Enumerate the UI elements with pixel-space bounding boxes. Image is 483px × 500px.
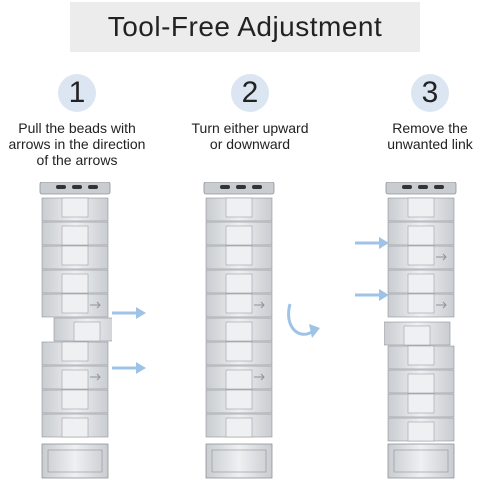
band-link [387, 293, 455, 318]
band-clasp [205, 443, 273, 479]
band-link [205, 317, 273, 342]
band-link [53, 317, 112, 342]
step-1-number: 1 [68, 76, 86, 109]
band-link [387, 197, 455, 222]
band-link [387, 269, 455, 294]
step-2-number-badge: 2 [231, 74, 269, 112]
step-3-instruction: Remove the unwanted link [350, 120, 483, 152]
right-arrow-icon [355, 289, 389, 301]
step-3: 3 Remove the unwanted link [350, 74, 483, 152]
right-arrow-icon [112, 307, 146, 319]
band-link [41, 389, 109, 414]
band-link [387, 417, 455, 442]
link-arrow-icon [436, 301, 447, 309]
band-link [205, 341, 273, 366]
connector-slot [236, 185, 246, 189]
band-clasp [387, 443, 455, 479]
step-3-line-2: unwanted link [387, 136, 473, 152]
step-3-line-1: Remove the [392, 120, 468, 136]
link-arrow-icon [90, 301, 101, 309]
band-link [205, 221, 273, 246]
band-link [205, 245, 273, 270]
right-arrow-icon [355, 237, 389, 249]
step-1-line-2: arrows in the direction [8, 136, 146, 152]
band-link [41, 197, 109, 222]
band-link [205, 365, 273, 390]
step-1-line-1: Pull the beads with [18, 120, 136, 136]
band-link [387, 245, 455, 270]
band-link [41, 221, 109, 246]
band-link [205, 269, 273, 294]
band-link [387, 369, 455, 394]
step-1-line-3: of the arrows [36, 152, 118, 168]
connector-slot [88, 185, 98, 189]
band-link [384, 321, 451, 346]
watch-band-image-step-2 [202, 182, 276, 482]
link-arrow-icon [254, 373, 265, 381]
band-link [41, 245, 109, 270]
connector-slot [418, 185, 428, 189]
step-2-line-1: Turn either upward [191, 120, 309, 136]
band-link [41, 365, 109, 390]
band-link [41, 413, 109, 438]
step-2-line-2: or downward [209, 136, 291, 152]
band-link [41, 269, 109, 294]
step-2: 2 Turn either upward or downward [170, 74, 330, 152]
connector-slot [56, 185, 66, 189]
band-link [387, 345, 455, 370]
band-link [41, 341, 109, 366]
connector-slot [434, 185, 444, 189]
link-arrow-icon [90, 373, 101, 381]
title-banner: Tool-Free Adjustment [70, 2, 420, 52]
connector-slot [402, 185, 412, 189]
band-link [387, 221, 455, 246]
watch-band-image-step-3 [384, 182, 458, 482]
step-1-instruction: Pull the beads with arrows in the direct… [0, 120, 157, 168]
connector-slot [252, 185, 262, 189]
step-1: 1 Pull the beads with arrows in the dire… [0, 74, 157, 168]
connector-slot [72, 185, 82, 189]
step-3-number-badge: 3 [411, 74, 449, 112]
band-clasp [41, 443, 109, 479]
band-link [205, 413, 273, 438]
band-link [387, 393, 455, 418]
connector-slot [220, 185, 230, 189]
link-arrow-icon [436, 253, 447, 261]
band-link [205, 197, 273, 222]
right-arrow-icon [112, 362, 146, 374]
step-2-instruction: Turn either upward or downward [170, 120, 330, 152]
band-link [205, 293, 273, 318]
link-arrow-icon [254, 301, 265, 309]
step-2-number: 2 [241, 76, 259, 109]
band-link [41, 293, 109, 318]
step-1-number-badge: 1 [58, 74, 96, 112]
curved-arrow-icon [287, 303, 320, 338]
band-link [205, 389, 273, 414]
page-title: Tool-Free Adjustment [107, 11, 383, 42]
step-3-number: 3 [421, 76, 439, 109]
watch-band-image-step-1 [38, 182, 112, 482]
